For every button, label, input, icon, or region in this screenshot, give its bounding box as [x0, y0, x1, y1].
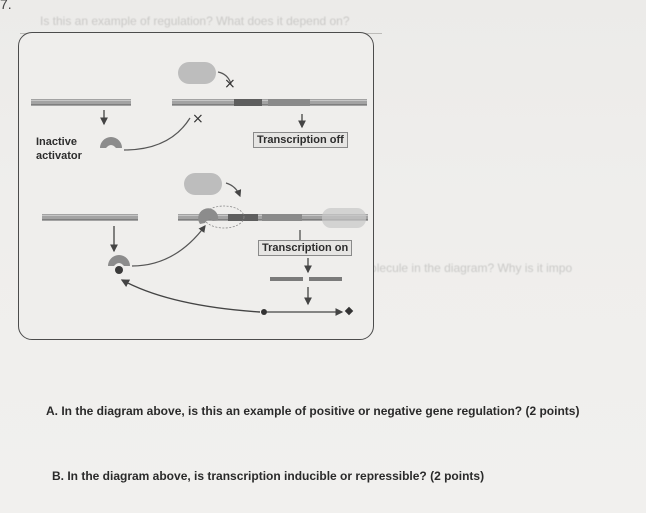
rna-polymerase-blob	[178, 62, 216, 84]
active-activator-protein	[108, 255, 130, 266]
rna-polymerase-blob	[184, 173, 222, 195]
dna-strand-top-right	[172, 99, 367, 106]
arrow-binding	[225, 182, 242, 198]
dna-strand-top-left	[31, 99, 131, 106]
inactive-activator-label: Inactive activator	[36, 136, 82, 162]
curved-arrow-to-operator	[131, 225, 206, 267]
no-binding-x-icon: ×	[192, 111, 204, 127]
mrna-segment	[309, 277, 342, 281]
inactive-activator-protein	[100, 137, 122, 148]
transcription-on-label: Transcription on	[258, 240, 353, 256]
dna-strand-bottom-right	[178, 208, 368, 228]
pathway-start-dot	[261, 309, 267, 315]
mrna-segment	[270, 277, 303, 281]
feedback-arrow	[120, 279, 261, 313]
bound-activator-protein	[198, 208, 219, 224]
product-diamond	[344, 306, 354, 316]
question-b: B. In the diagram above, is transcriptio…	[52, 469, 485, 483]
question-a: A. In the diagram above, is this an exam…	[46, 404, 580, 418]
question-number: 7.	[0, 0, 12, 12]
blocked-x-icon: ×	[224, 76, 236, 92]
faint-background-text: Is this an example of regulation? What d…	[40, 14, 350, 28]
dna-strand-bottom-left	[42, 214, 138, 221]
inducer-molecule	[115, 266, 123, 274]
arrow-blocked	[217, 71, 232, 85]
curved-arrow-to-operator	[123, 117, 191, 151]
transcription-off-label: Transcription off	[253, 132, 348, 148]
